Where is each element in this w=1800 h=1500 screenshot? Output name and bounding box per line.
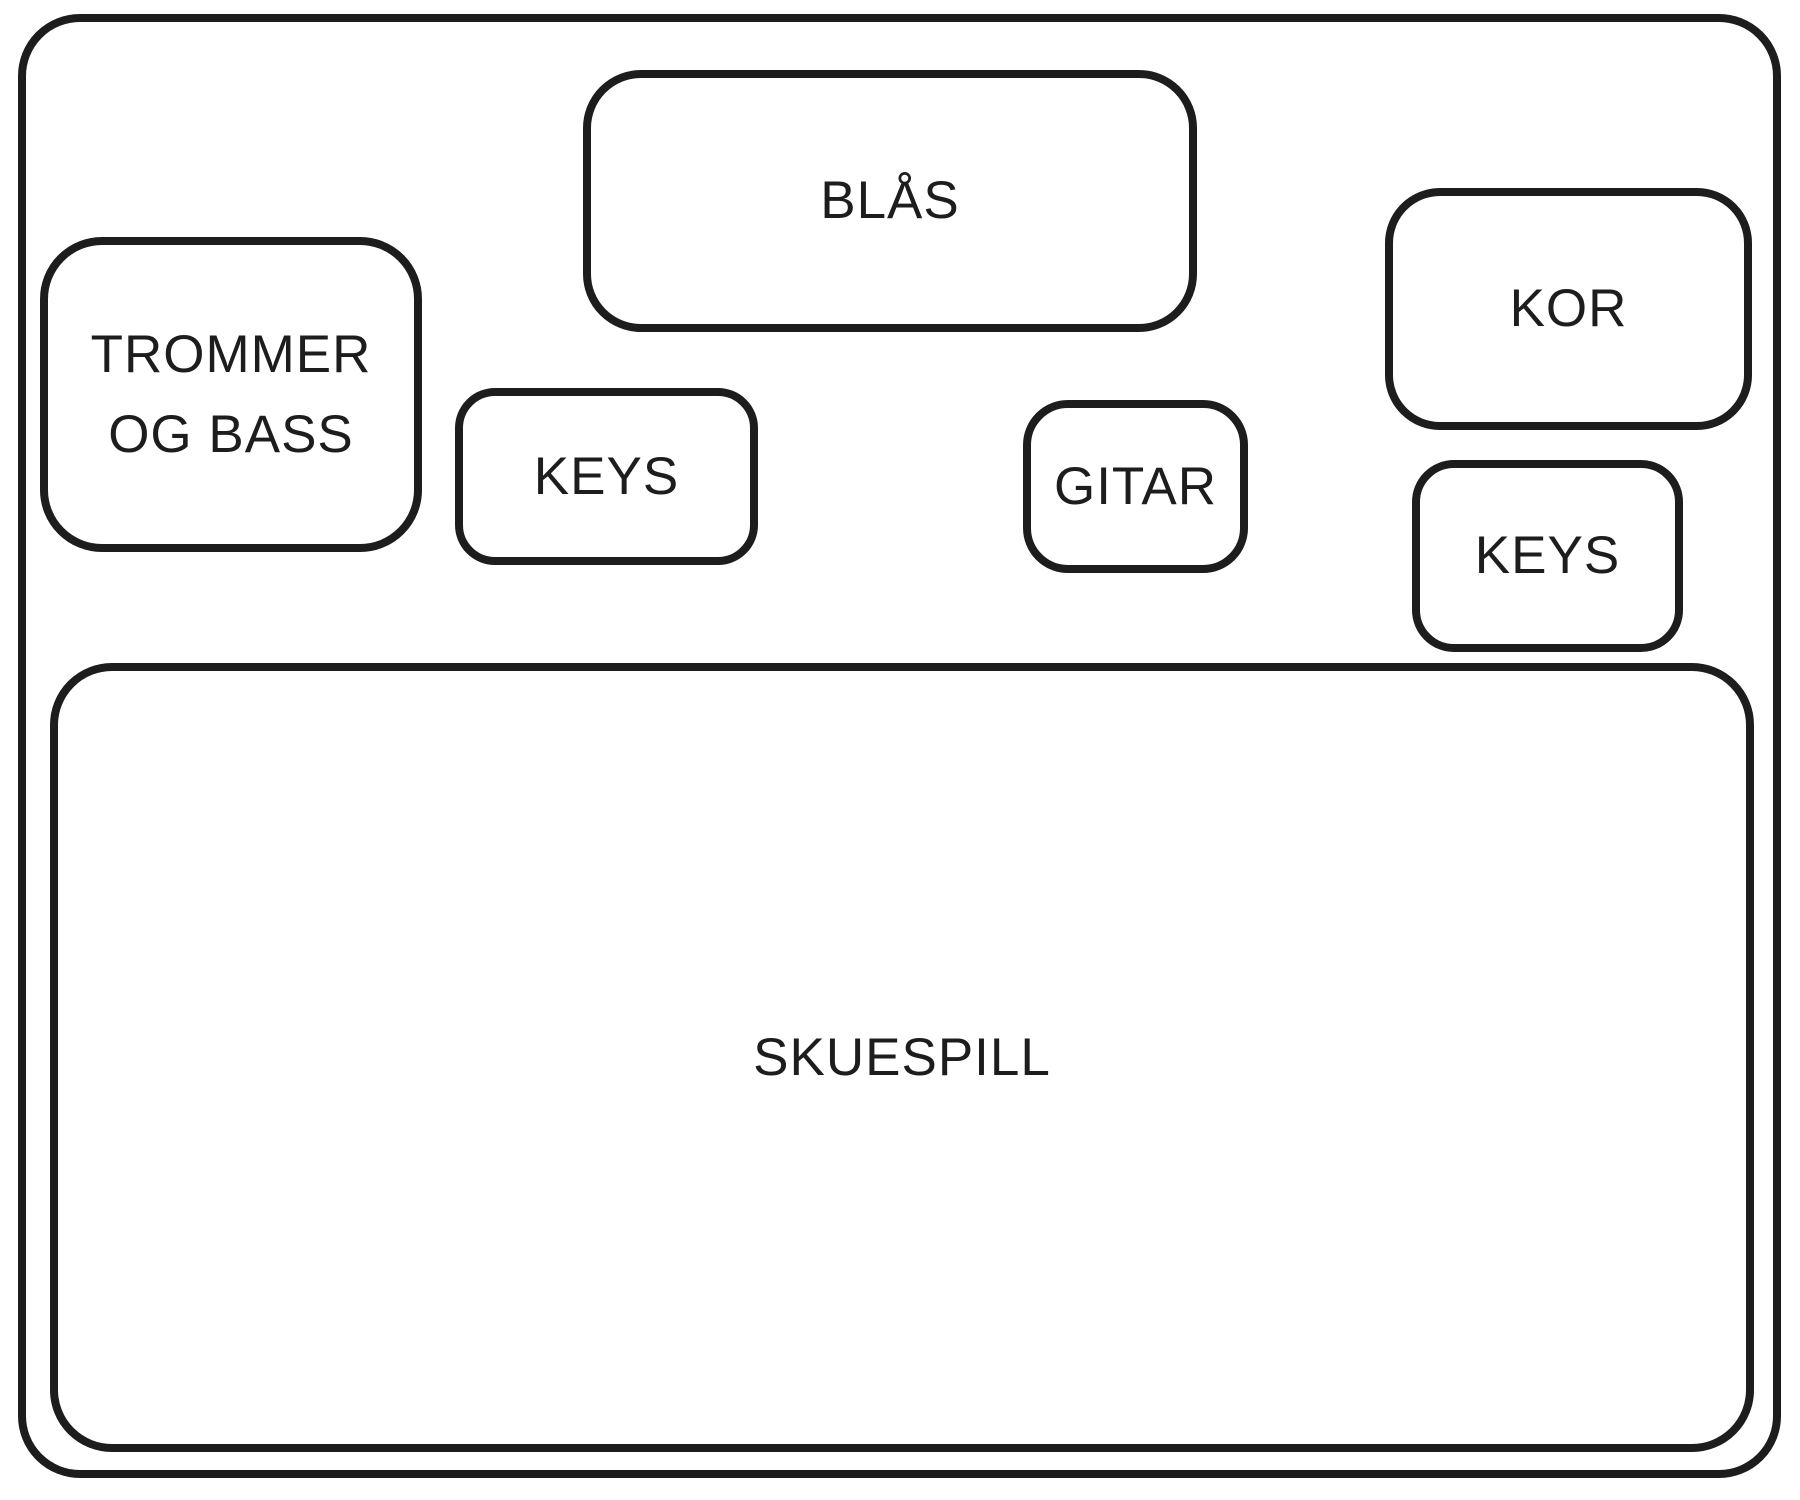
stage-outline: BLÅS TROMMER OG BASS KEYS GITAR KOR KEYS… [18, 14, 1781, 1478]
zone-keys-left: KEYS [455, 388, 758, 565]
zone-trommer-line-2: OG BASS [108, 404, 354, 464]
zone-trommer-og-bass: TROMMER OG BASS [40, 237, 422, 552]
zone-blas-label: BLÅS [820, 171, 960, 231]
zone-blas: BLÅS [583, 70, 1197, 332]
zone-keys-right: KEYS [1412, 460, 1683, 652]
zone-gitar-label: GITAR [1053, 456, 1218, 516]
zone-skuespill-label: SKUESPILL [753, 1027, 1051, 1087]
zone-keys-right-label: KEYS [1474, 526, 1621, 586]
zone-gitar: GITAR [1023, 400, 1248, 573]
zone-keys-left-label: KEYS [533, 446, 680, 506]
zone-trommer-line-1: TROMMER [90, 324, 372, 384]
zone-kor: KOR [1385, 188, 1752, 430]
zone-skuespill: SKUESPILL [50, 663, 1754, 1452]
zone-trommer-og-bass-label: TROMMER OG BASS [91, 315, 372, 475]
zone-kor-label: KOR [1509, 279, 1628, 339]
